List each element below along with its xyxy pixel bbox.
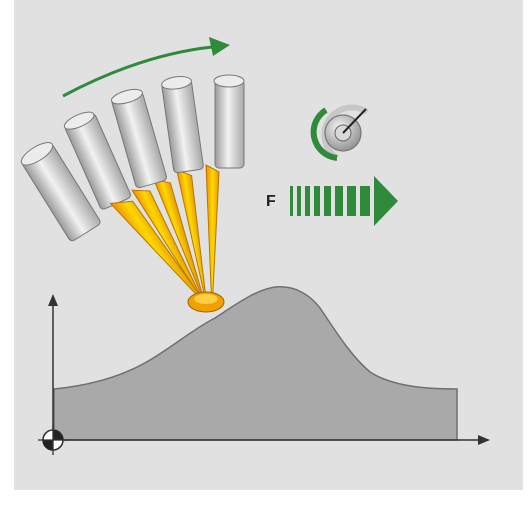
rotation-dial-icon: [310, 104, 369, 161]
surface-profile: [53, 286, 458, 441]
y-axis-arrowhead: [48, 294, 58, 306]
shuttle-copy-1: [20, 142, 209, 308]
shuttle-tip: [187, 291, 225, 313]
axes: [48, 294, 490, 445]
origin-crosshair-icon: [38, 425, 68, 455]
shuttle-copy-4: [161, 76, 208, 306]
shuttle-copy-3: [110, 88, 206, 305]
force-label: F: [266, 193, 276, 210]
shuttle-tool: [20, 74, 245, 313]
shuttle-copy-5: [205, 74, 245, 311]
x-axis-arrowhead: [478, 435, 490, 445]
curved-arrow-icon: [62, 37, 230, 98]
force-arrow-icon: [290, 176, 398, 226]
